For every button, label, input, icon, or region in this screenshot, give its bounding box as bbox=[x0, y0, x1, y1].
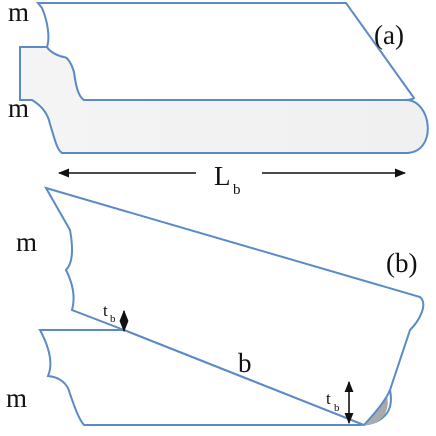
panel-b-thickness-symbol-left: t bbox=[103, 301, 108, 320]
panel-b-tag: (b) bbox=[386, 248, 417, 278]
panel-a-length-symbol: L bbox=[214, 161, 231, 191]
panel-b-bond-seam bbox=[123, 329, 365, 426]
panel-a-tag: (a) bbox=[374, 20, 404, 50]
panel-b-thickness-subscript-left: b bbox=[110, 313, 116, 325]
panel-a-bottom-m-label: m bbox=[8, 93, 29, 123]
panel-b-bottom-m-label: m bbox=[6, 383, 27, 413]
panel-a-upper-layer bbox=[35, 2, 416, 101]
panel-a: m m (a) L b bbox=[8, 0, 429, 198]
panel-a-length-subscript: b bbox=[233, 182, 241, 198]
panel-b-thickness-symbol-right: t bbox=[326, 389, 331, 408]
panel-b-top-m-label: m bbox=[16, 227, 37, 257]
panel-b-thickness-subscript-right: b bbox=[334, 402, 340, 414]
panel-a-top-m-label: m bbox=[8, 0, 29, 27]
panel-b-bond-label: b bbox=[238, 348, 252, 378]
panel-b: m m (b) b t b t b bbox=[6, 186, 425, 427]
